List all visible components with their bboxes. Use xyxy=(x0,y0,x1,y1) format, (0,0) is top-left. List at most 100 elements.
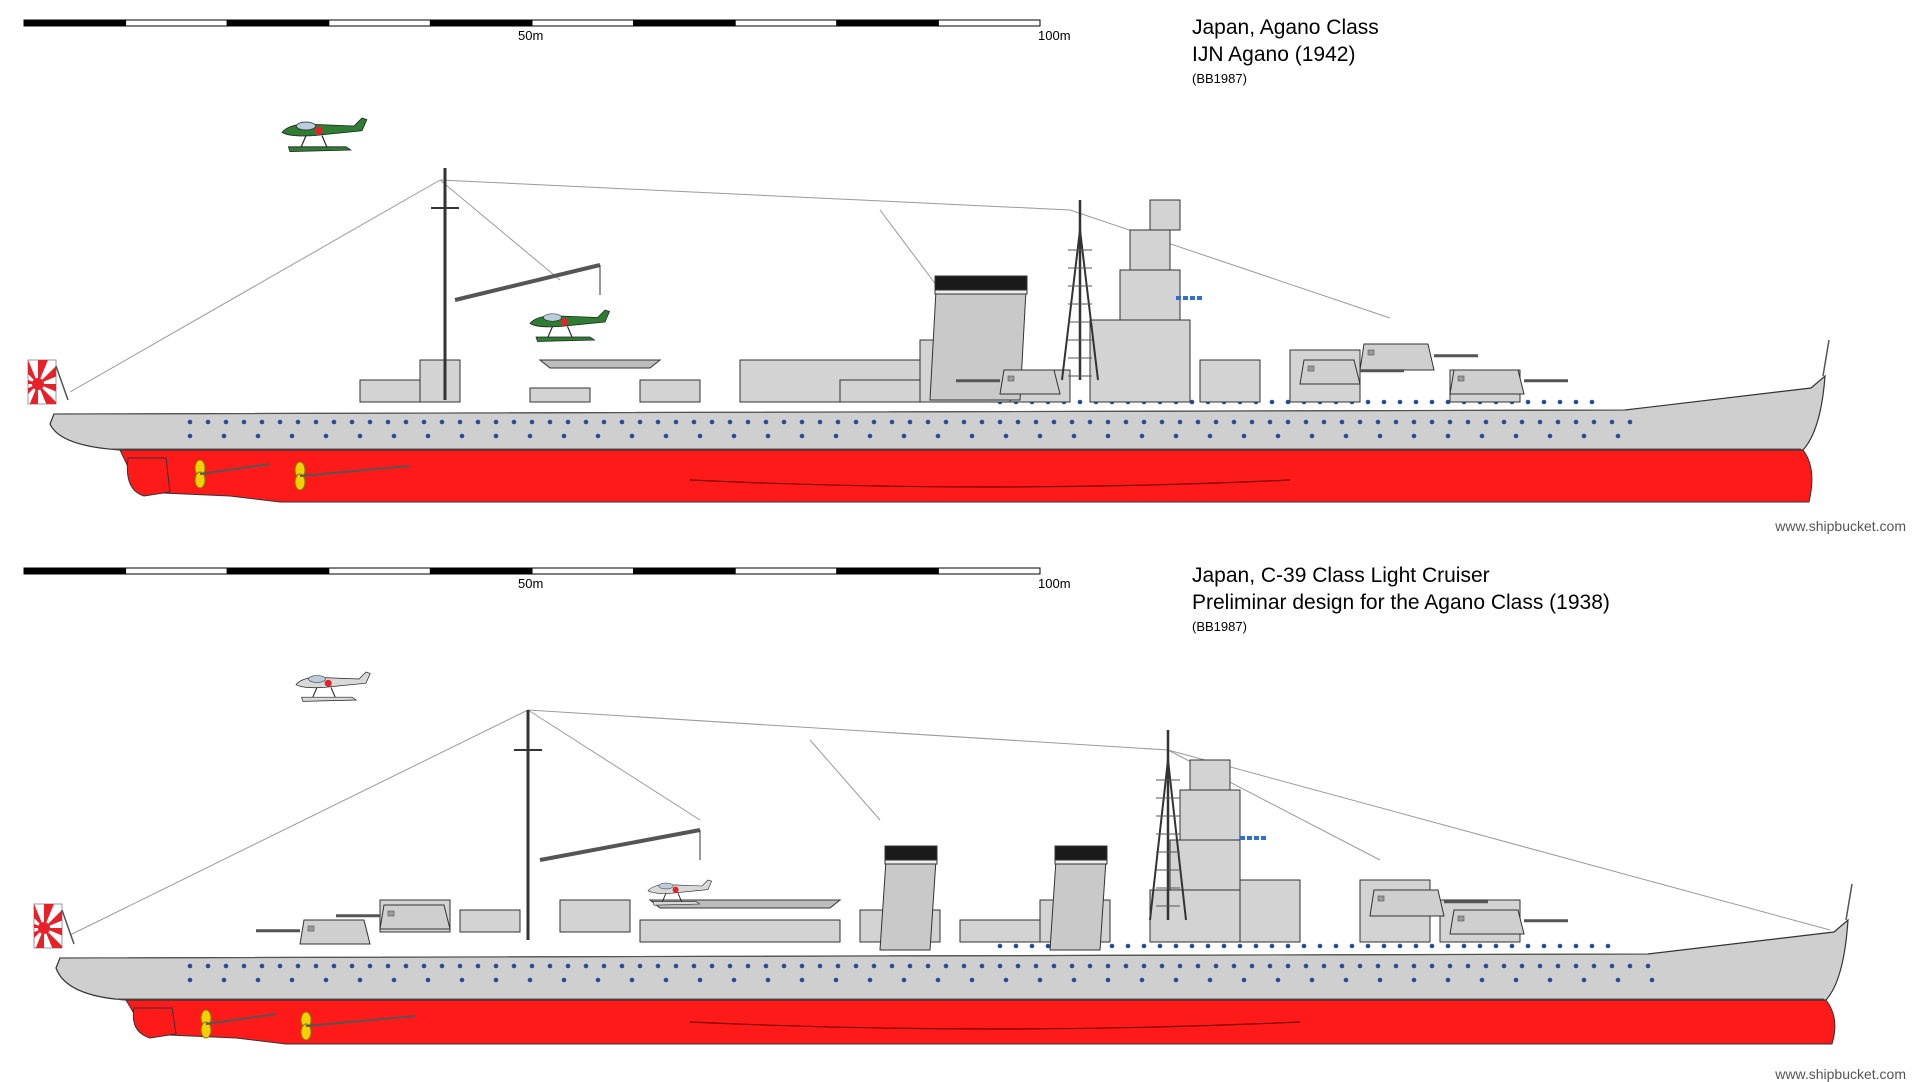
porthole xyxy=(709,419,715,425)
turret-port xyxy=(1377,895,1385,902)
porthole xyxy=(1207,433,1213,439)
porthole xyxy=(765,433,771,439)
turret-house xyxy=(1449,369,1525,395)
seaplane-strut xyxy=(677,893,683,902)
propeller-icon xyxy=(294,461,306,491)
porthole xyxy=(1445,977,1451,983)
porthole xyxy=(1397,943,1403,949)
bridge-window xyxy=(1247,836,1252,840)
aircraft-catapult xyxy=(538,359,662,369)
scale-bar-segment xyxy=(23,19,127,27)
porthole xyxy=(799,419,805,425)
porthole xyxy=(1445,433,1451,439)
porthole xyxy=(403,419,409,425)
deck-edge xyxy=(59,953,1649,959)
porthole xyxy=(1581,433,1587,439)
tripod-leg xyxy=(1149,759,1169,921)
porthole xyxy=(1333,943,1339,949)
seaplane-roundel xyxy=(672,886,679,893)
porthole xyxy=(1231,419,1237,425)
porthole xyxy=(629,433,635,439)
porthole xyxy=(1015,419,1021,425)
turret-house xyxy=(379,904,451,930)
porthole xyxy=(1411,977,1417,983)
porthole xyxy=(1285,399,1291,405)
porthole xyxy=(595,433,601,439)
porthole xyxy=(1513,433,1519,439)
porthole xyxy=(601,419,607,425)
porthole xyxy=(1051,963,1057,969)
porthole xyxy=(673,419,679,425)
top-drawing-panel: 50m 100m Japan, Agano Class IJN Agano (1… xyxy=(0,0,1920,540)
flag-ray xyxy=(28,360,38,384)
hull-above-waterline xyxy=(55,918,1849,1001)
bilge-keel xyxy=(689,479,1291,488)
funnel-body xyxy=(879,859,937,951)
porthole xyxy=(1069,419,1075,425)
seaplane-strut xyxy=(300,135,307,148)
turret-house xyxy=(1369,889,1445,917)
deck-structure xyxy=(959,919,1041,943)
flag-ray xyxy=(38,384,56,404)
porthole xyxy=(1013,943,1019,949)
porthole xyxy=(205,419,211,425)
porthole xyxy=(1087,963,1093,969)
porthole xyxy=(1045,943,1051,949)
porthole xyxy=(1241,977,1247,983)
porthole xyxy=(1429,419,1435,425)
funnel-band xyxy=(884,859,938,865)
porthole xyxy=(1483,963,1489,969)
porthole xyxy=(709,963,715,969)
porthole xyxy=(1285,419,1291,425)
turret-port xyxy=(1457,375,1465,382)
tripod-leg xyxy=(1079,229,1099,381)
porthole xyxy=(1479,433,1485,439)
porthole xyxy=(1547,433,1553,439)
propeller-shaft xyxy=(299,465,411,477)
porthole xyxy=(187,977,193,983)
deck-structure xyxy=(839,379,931,403)
funnel-cap xyxy=(884,845,938,861)
porthole xyxy=(1003,977,1009,983)
hull-above-waterline xyxy=(49,374,1826,451)
porthole xyxy=(1381,943,1387,949)
rigging-wire xyxy=(527,709,1169,751)
deck-structure xyxy=(1149,199,1181,231)
rigging-wire xyxy=(527,709,701,821)
porthole xyxy=(391,977,397,983)
deck-structure xyxy=(1119,269,1181,321)
porthole xyxy=(223,419,229,425)
seaplane-float xyxy=(535,336,596,342)
scale-bar-segment xyxy=(429,567,533,575)
seaplane-roundel xyxy=(560,318,569,326)
flag-ray xyxy=(38,366,56,384)
porthole xyxy=(781,419,787,425)
porthole xyxy=(997,963,1003,969)
porthole xyxy=(1303,963,1309,969)
deck-structure xyxy=(639,379,701,403)
porthole xyxy=(1141,943,1147,949)
propeller-blade xyxy=(200,1021,212,1039)
porthole xyxy=(745,419,751,425)
porthole xyxy=(1573,963,1579,969)
porthole xyxy=(833,433,839,439)
deck-structure xyxy=(1149,889,1241,943)
porthole xyxy=(313,419,319,425)
porthole xyxy=(925,963,931,969)
porthole xyxy=(331,419,337,425)
porthole xyxy=(259,963,265,969)
porthole xyxy=(295,419,301,425)
porthole xyxy=(349,419,355,425)
porthole xyxy=(1381,399,1387,405)
scale-bar-segment xyxy=(125,19,228,27)
porthole xyxy=(221,977,227,983)
porthole xyxy=(421,963,427,969)
porthole xyxy=(969,433,975,439)
porthole xyxy=(561,433,567,439)
porthole xyxy=(907,419,913,425)
porthole xyxy=(1477,943,1483,949)
scale-bar-segment xyxy=(328,567,431,575)
porthole xyxy=(1339,419,1345,425)
porthole xyxy=(935,433,941,439)
propeller-blade xyxy=(294,473,306,491)
